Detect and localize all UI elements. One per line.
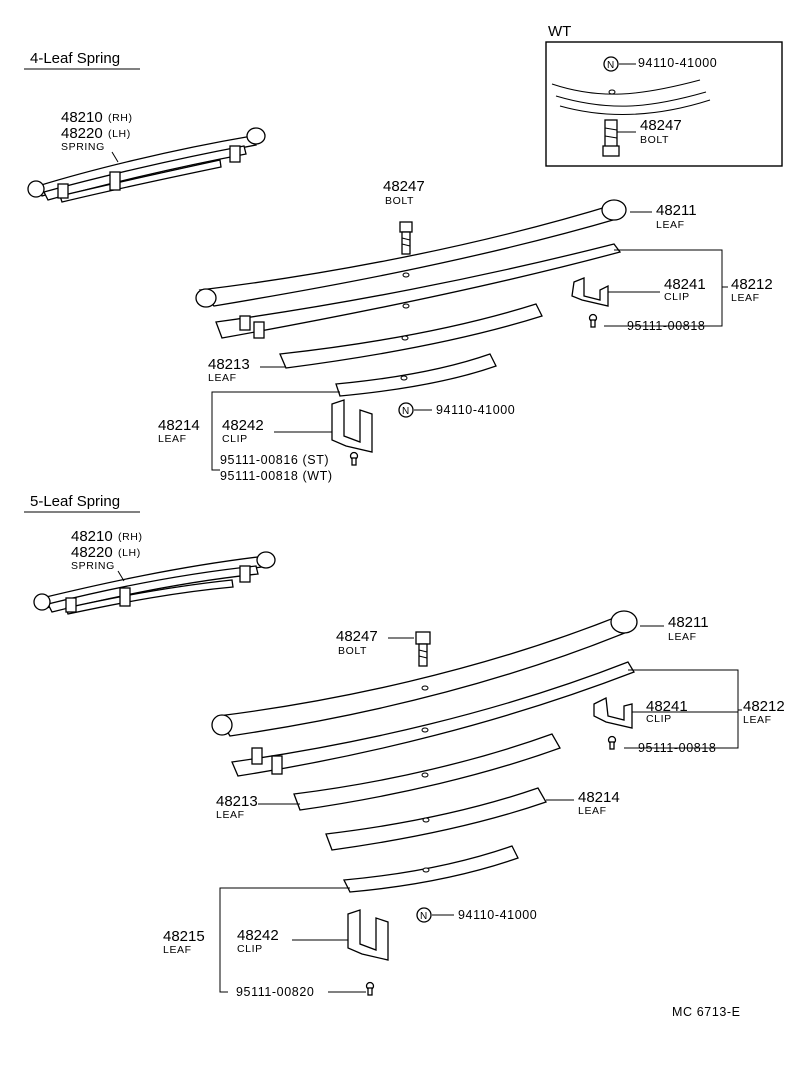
rivet1-number: 95111-00818 [627,319,705,333]
rivet5-1-number: 95111-00818 [638,741,716,755]
clip5-48242 [347,909,389,961]
wt-inset: WT N 94110-41000 48247 BOLT [545,23,783,167]
leaf4-name: LEAF [158,433,187,445]
wt-title: WT [548,23,571,40]
clip5-2-number: 48242 [237,927,279,944]
bolt-name: BOLT [385,195,414,207]
leaf4-bracket [211,391,340,471]
rivet-icon [588,313,598,328]
svg-text:N: N [402,406,409,417]
spring-rh-number: 48210 [61,109,103,126]
leaf1-number: 48211 [656,202,697,219]
nut5-symbol: N [416,907,432,923]
leaf4-number: 48214 [158,417,200,434]
leaf3-number: 48213 [208,356,250,373]
leaf1-name: LEAF [656,219,685,231]
svg-text:N: N [607,60,614,71]
leaf5-48214 [325,787,547,851]
four-leaf-heading: 4-Leaf Spring [30,50,120,67]
leaf5-5-number: 48215 [163,928,205,945]
spring-lh-suffix: (LH) [108,128,131,140]
assembled-spring-5 [33,551,276,615]
leaf5-5-name: LEAF [163,944,192,956]
rivet-icon-2 [349,451,359,466]
nut-symbol: N [398,402,414,418]
four-leaf-section: 4-Leaf Spring 48210 (RH) 48220 (LH) SPRI… [24,50,773,483]
nut5-number: 94110-41000 [458,908,537,922]
leaf5-48211 [211,610,638,737]
figure-code: MC 6713-E [672,1005,741,1019]
clip5-1-number: 48241 [646,698,688,715]
clip5-2-name: CLIP [237,943,263,955]
leaf5-4-name: LEAF [578,805,607,817]
wt-nut-number: 94110-41000 [638,56,717,70]
rivet-wt-number: 95111-00818 (WT) [220,469,333,483]
five-leaf-heading: 5-Leaf Spring [30,493,120,510]
leaf-48213 [279,303,543,369]
clip1-number: 48241 [664,276,706,293]
spring5-lh-suffix: (LH) [118,547,141,559]
nut-number: 94110-41000 [436,403,515,417]
spring5-lh-number: 48220 [71,544,113,561]
leaf5-48215 [342,845,519,893]
clip-48242 [331,399,373,453]
spring-leader [111,151,119,163]
leaf5-48213 [293,733,561,811]
clip5-1-name: CLIP [646,713,672,725]
spring-rh-suffix: (RH) [108,112,133,124]
bolt5-number: 48247 [336,628,378,645]
leaf5-2-name: LEAF [743,714,772,726]
rivet5-2-number: 95111-00820 [236,985,314,999]
clip2-number: 48242 [222,417,264,434]
svg-text:N: N [420,911,427,922]
wt-bolt-part [602,119,620,157]
leaf5-4-number: 48214 [578,789,620,806]
leaf5-1-name: LEAF [668,631,697,643]
leaf5-2-number: 48212 [743,698,785,715]
assembled-spring-4 [27,127,266,203]
bolt-part [399,221,413,255]
clip2-name: CLIP [222,433,248,445]
rivet-st-number: 95111-00816 (ST) [220,453,329,467]
wt-bolt-name: BOLT [640,134,669,146]
leaf-48214 [335,353,497,397]
spring5-name: SPRING [71,560,115,572]
clip1-name: CLIP [664,291,690,303]
leaf-48211 [195,199,627,308]
leaf5-3-number: 48213 [216,793,258,810]
wt-box [545,41,783,167]
spring-name: SPRING [61,141,105,153]
leaf5-48212 [231,661,635,777]
rivet5-2-icon [365,981,375,996]
bolt-number: 48247 [383,178,425,195]
leaf3-name: LEAF [208,372,237,384]
leaf2-number: 48212 [731,276,773,293]
leaf5-3-name: LEAF [216,809,245,821]
clip-48241 [571,277,609,307]
clip5-48241 [593,697,633,729]
wt-nut-symbol: N [603,56,619,72]
rivet5-icon [607,735,617,750]
spring5-rh-number: 48210 [71,528,113,545]
bolt5-name: BOLT [338,645,367,657]
wt-bolt-number: 48247 [640,117,682,134]
bolt5-part [415,631,431,667]
leaf5-1-number: 48211 [668,614,709,631]
leaf-48212 [215,243,622,339]
leaf2-bracket [604,249,723,327]
five-leaf-section: 5-Leaf Spring 48210 (RH) 48220 (LH) SPRI… [24,493,785,999]
spring-lh-number: 48220 [61,125,103,142]
spring5-rh-suffix: (RH) [118,531,143,543]
leaf2-name: LEAF [731,292,760,304]
